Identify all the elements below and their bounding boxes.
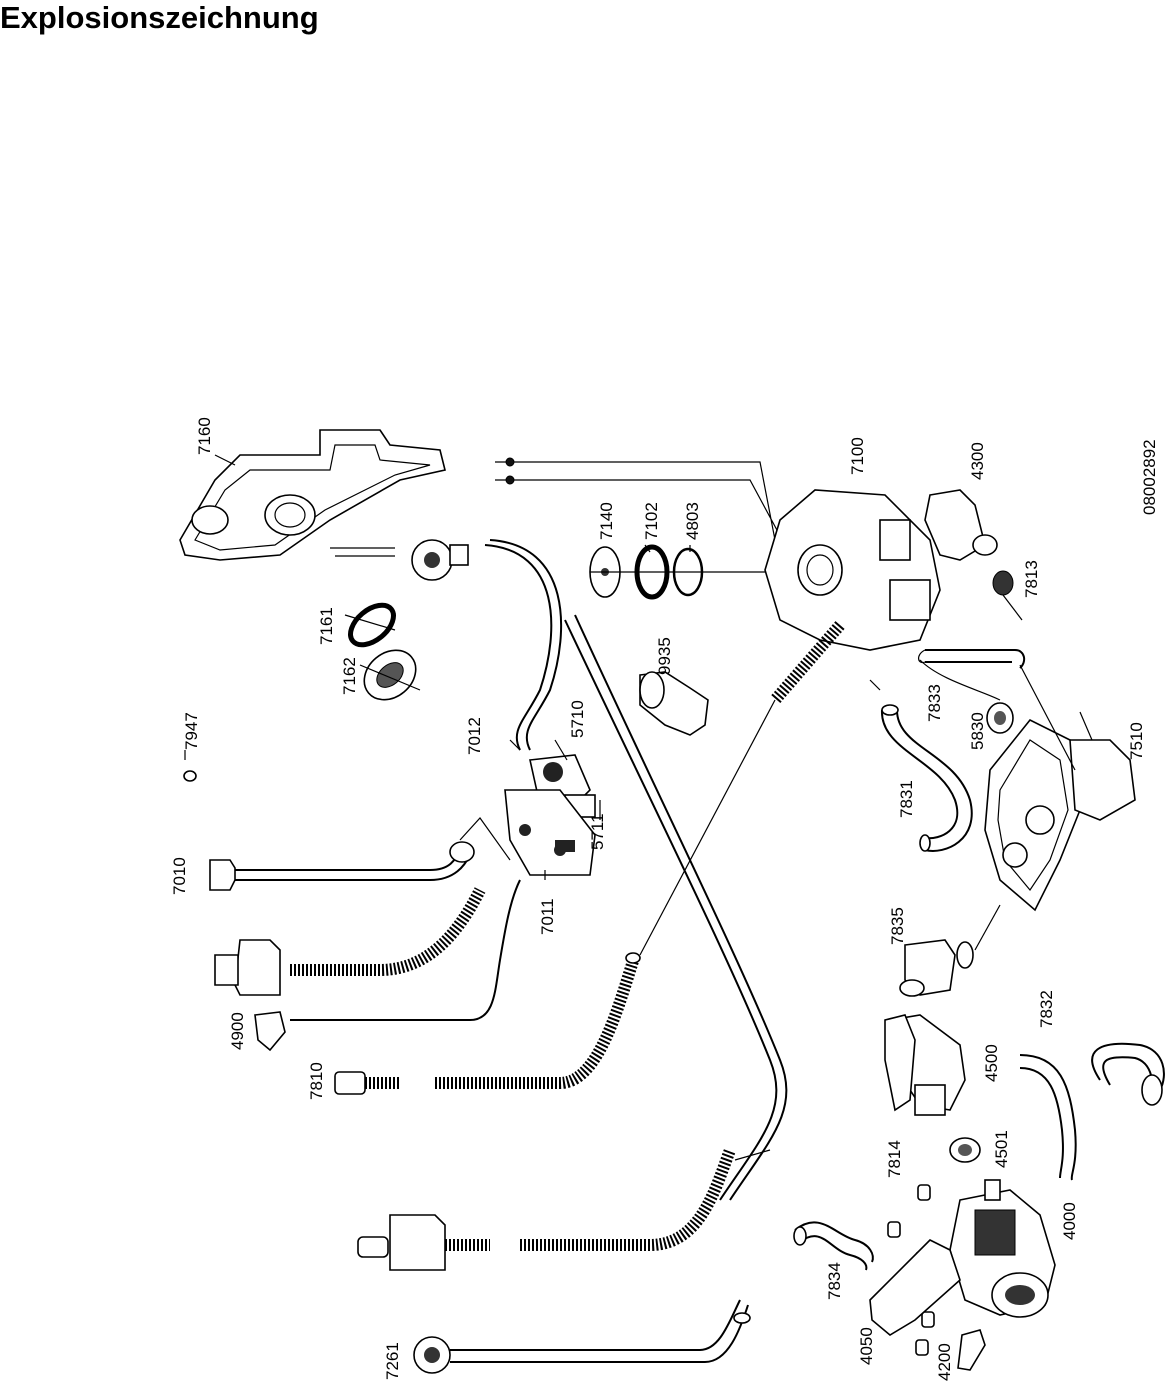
label-7100: 7100 <box>848 437 867 475</box>
part-9935-filter <box>639 671 709 736</box>
part-7831-hose <box>880 704 973 852</box>
label-5710: 5710 <box>568 700 587 738</box>
label-7160: 7160 <box>195 417 214 455</box>
corrugated-hose-upper <box>214 887 486 996</box>
part-7261-tube <box>413 1299 751 1374</box>
part-4500-pump-housing <box>884 1014 966 1116</box>
part-7813-grommet <box>992 570 1023 621</box>
label-7810: 7810 <box>307 1062 326 1100</box>
label-7814: 7814 <box>885 1140 904 1178</box>
label-4200: 4200 <box>935 1343 954 1381</box>
label-4803: 4803 <box>683 502 702 540</box>
label-7162: 7162 <box>340 657 359 695</box>
part-7832-hose <box>1019 1042 1165 1181</box>
part-4050-bracket <box>869 1239 961 1336</box>
label-7011: 7011 <box>538 898 557 935</box>
label-5830: 5830 <box>968 712 987 750</box>
part-4501-ring <box>949 1137 981 1163</box>
label-7010: 7010 <box>170 857 189 895</box>
hose-7012 <box>484 544 553 751</box>
long-inlet-hose <box>564 619 778 1201</box>
label-7835: 7835 <box>888 907 907 945</box>
label-7161: 7161 <box>317 607 336 645</box>
label-5711: 5711 <box>588 813 607 850</box>
label-7140: 7140 <box>597 502 616 540</box>
part-7833-hose <box>918 649 1026 701</box>
label-7012: 7012 <box>465 717 484 755</box>
label-7833: 7833 <box>925 684 944 722</box>
part-7835-elbow <box>899 904 1001 997</box>
label-7102: 7102 <box>642 502 661 540</box>
part-4200-sensor <box>957 1329 986 1371</box>
part-4000-circulation-pump <box>949 1179 1056 1318</box>
label-4900: 4900 <box>228 1012 247 1050</box>
part-7010-inlet-hose <box>209 817 511 891</box>
leader-lines <box>184 544 881 880</box>
label-4300: 4300 <box>968 442 987 480</box>
part-7100-sump <box>764 489 941 704</box>
part-7162-disc <box>359 649 421 701</box>
label-7831: 7831 <box>897 780 916 818</box>
part-7011-board <box>504 789 596 876</box>
part-labels: 7160 7161 7162 7947 7012 5710 5711 7010 … <box>170 417 1159 1381</box>
label-7947: 7947 <box>182 712 201 750</box>
part-7510-container <box>984 711 1136 912</box>
part-5830-cap <box>986 702 1014 734</box>
label-9935: 9935 <box>655 637 674 675</box>
label-7813: 7813 <box>1022 560 1041 598</box>
label-7832: 7832 <box>1037 990 1056 1028</box>
label-4501: 4501 <box>992 1130 1011 1168</box>
label-7834: 7834 <box>825 1262 844 1300</box>
label-4000: 4000 <box>1060 1202 1079 1240</box>
label-4050: 4050 <box>857 1327 876 1365</box>
part-7834-hose <box>793 1221 874 1271</box>
part-7161-seal <box>344 602 396 648</box>
drawing-number: 08002892 <box>1140 439 1159 515</box>
label-4500: 4500 <box>982 1044 1001 1082</box>
part-valve-top <box>411 539 469 581</box>
label-7261: 7261 <box>383 1342 402 1380</box>
corrugated-hose-lower <box>357 1147 771 1271</box>
part-4900-cable <box>254 879 521 1052</box>
part-7947-nut <box>183 770 197 782</box>
part-4300-heater <box>924 489 998 561</box>
label-7510: 7510 <box>1127 722 1146 760</box>
part-7160-frame <box>179 429 786 561</box>
page-title: Explosionszeichnung <box>0 0 319 35</box>
part-7810-drain-hose <box>334 952 641 1095</box>
